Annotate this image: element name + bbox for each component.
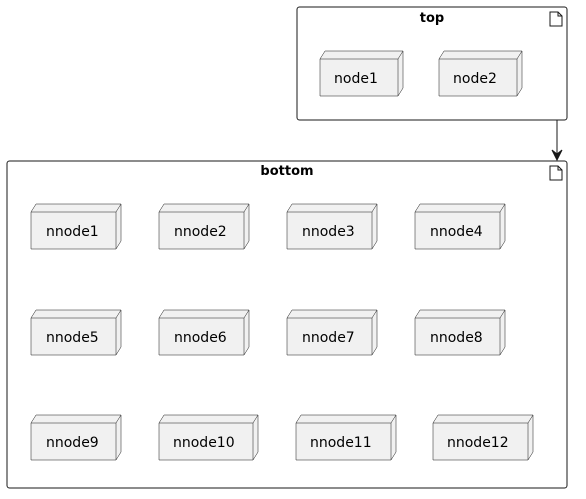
edge-top-to-bottom: [551, 120, 563, 162]
node-nnode11[interactable]: nnode11: [295, 414, 397, 461]
node-box-icon: [295, 414, 397, 461]
node-box-icon: [30, 309, 122, 356]
node-nnode7[interactable]: nnode7: [286, 309, 378, 356]
node-box-icon: [319, 50, 404, 97]
node-nnode8[interactable]: nnode8: [414, 309, 506, 356]
node-node2[interactable]: node2: [438, 50, 523, 97]
node-label: nnode8: [430, 330, 483, 346]
node-nnode10[interactable]: nnode10: [158, 414, 259, 461]
package-top-title: top: [420, 11, 444, 26]
node-node1[interactable]: node1: [319, 50, 404, 97]
node-label: nnode12: [447, 435, 509, 451]
node-box-icon: [30, 203, 122, 250]
node-box-icon: [30, 414, 122, 461]
node-label: node1: [334, 71, 378, 87]
node-label: nnode9: [46, 435, 99, 451]
node-box-icon: [158, 414, 259, 461]
node-nnode6[interactable]: nnode6: [158, 309, 250, 356]
node-box-icon: [158, 309, 250, 356]
node-box-icon: [158, 203, 250, 250]
node-label: nnode2: [174, 224, 227, 240]
node-label: nnode7: [302, 330, 355, 346]
package-top[interactable]: top node1 node2: [296, 6, 568, 121]
node-label: nnode5: [46, 330, 99, 346]
node-label: nnode4: [430, 224, 483, 240]
node-box-icon: [286, 309, 378, 356]
node-nnode5[interactable]: nnode5: [30, 309, 122, 356]
node-label: nnode6: [174, 330, 227, 346]
arrowhead-icon: [551, 149, 563, 162]
node-nnode3[interactable]: nnode3: [286, 203, 378, 250]
node-nnode9[interactable]: nnode9: [30, 414, 122, 461]
node-nnode12[interactable]: nnode12: [432, 414, 534, 461]
node-label: nnode1: [46, 224, 99, 240]
file-icon: [549, 165, 563, 181]
package-bottom-title: bottom: [260, 164, 313, 179]
node-box-icon: [414, 203, 506, 250]
node-box-icon: [414, 309, 506, 356]
node-label: nnode11: [310, 435, 372, 451]
file-icon: [549, 11, 563, 27]
node-label: node2: [453, 71, 497, 87]
node-nnode1[interactable]: nnode1: [30, 203, 122, 250]
node-label: nnode10: [173, 435, 235, 451]
node-box-icon: [438, 50, 523, 97]
node-nnode2[interactable]: nnode2: [158, 203, 250, 250]
node-nnode4[interactable]: nnode4: [414, 203, 506, 250]
package-bottom[interactable]: bottom nnode1 nnode2 nnode3 nnode4 nnode…: [6, 160, 568, 489]
node-label: nnode3: [302, 224, 355, 240]
node-box-icon: [286, 203, 378, 250]
node-box-icon: [432, 414, 534, 461]
